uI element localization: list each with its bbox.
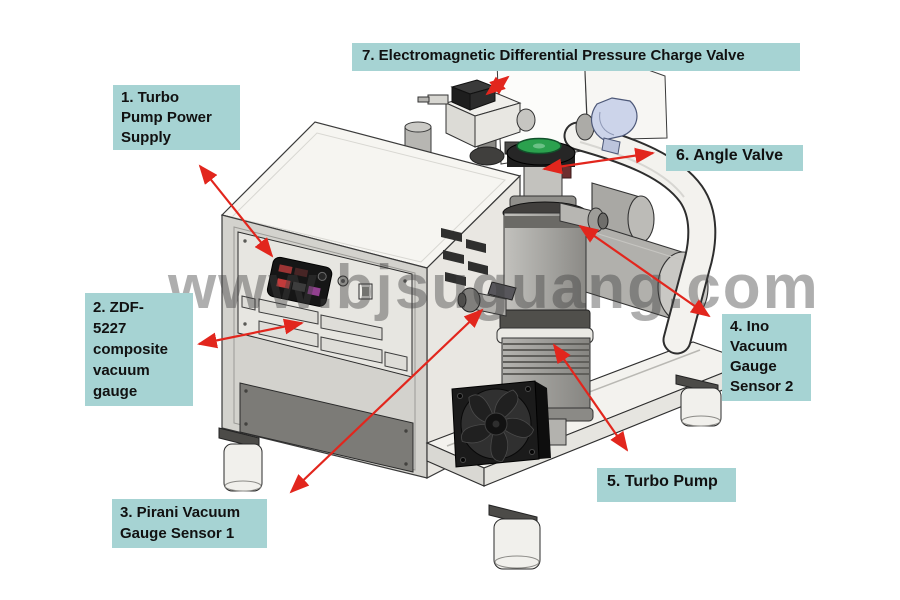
callout-arrow-1 [198, 164, 274, 258]
machine-foot [675, 374, 722, 427]
callout-charge-valve: 7. Electromagnetic Differential Pressure… [352, 43, 800, 71]
callout-angle-valve: 6. Angle Valve [666, 145, 803, 171]
power-supply-display [266, 256, 333, 307]
callout-pirani-vacuum-gauge-sensor-1: 3. Pirani Vacuum Gauge Sensor 1 [112, 499, 267, 548]
callout-composite-vacuum-gauge: 2. ZDF- 5227 composite vacuum gauge [85, 293, 193, 406]
callout-arrow-4 [578, 224, 711, 318]
pipe-clamp [555, 97, 638, 179]
callout-arrow-5 [552, 343, 629, 452]
electromagnetic-charge-valve [417, 79, 536, 166]
callout-turbo-pump-power-supply: 1. Turbo Pump Power Supply [113, 85, 240, 150]
callout-arrow-6 [542, 147, 655, 175]
callout-ino-vacuum-gauge-sensor-2: 4. Ino Vacuum Gauge Sensor 2 [722, 314, 811, 401]
callout-arrow-3 [289, 308, 484, 494]
callout-turbo-pump: 5. Turbo Pump [597, 468, 736, 502]
machine-foot [218, 427, 263, 492]
panel-button [337, 275, 349, 287]
side-vent-slots [441, 228, 488, 286]
callout-arrow-7 [485, 75, 510, 96]
panel-switch [358, 283, 373, 300]
machine-foot [488, 504, 541, 570]
callout-arrow-2 [197, 318, 304, 349]
